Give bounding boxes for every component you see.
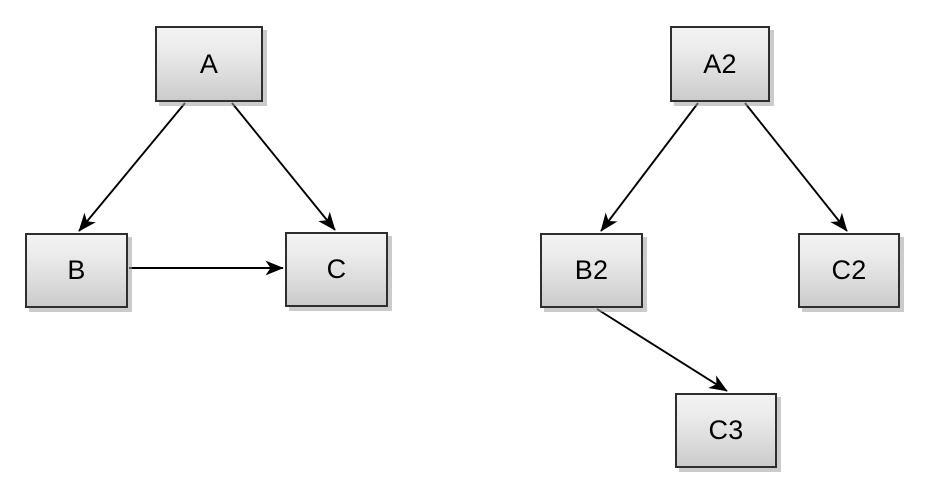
node-label: C3 [708, 415, 744, 445]
node-b[interactable]: B [25, 233, 128, 308]
node-a2[interactable]: A2 [670, 26, 770, 102]
edge-b2-c3[interactable] [596, 308, 728, 392]
node-c3[interactable]: C3 [675, 393, 777, 468]
edge-a-c[interactable] [231, 102, 336, 231]
node-label: B2 [574, 255, 609, 285]
edge-a2-c2[interactable] [744, 102, 848, 232]
node-c[interactable]: C [285, 232, 388, 307]
node-label: C2 [831, 255, 867, 285]
node-label: C [326, 254, 347, 284]
node-b2[interactable]: B2 [540, 233, 643, 308]
node-label: B [67, 255, 86, 285]
edge-a2-b2[interactable] [600, 102, 699, 232]
node-label: A2 [703, 48, 737, 79]
node-c2[interactable]: C2 [798, 233, 900, 308]
edges-group [78, 102, 848, 392]
node-a[interactable]: A [155, 26, 263, 102]
edge-a-b[interactable] [78, 102, 186, 232]
node-label: A [199, 48, 219, 79]
